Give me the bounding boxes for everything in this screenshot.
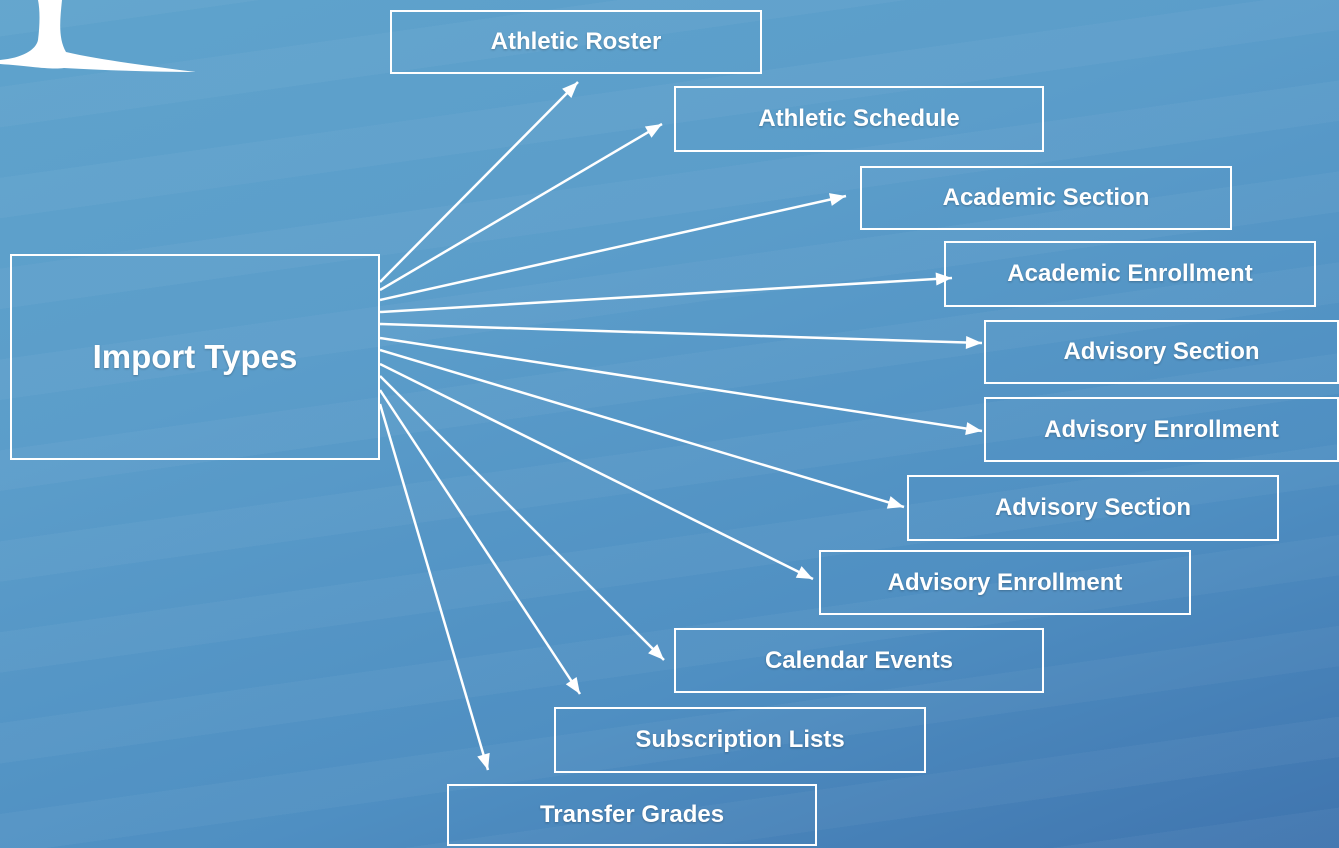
advisory-section-box-1: Advisory Section: [984, 320, 1339, 384]
arrowhead-7: [886, 496, 904, 509]
arrowhead-6: [965, 422, 982, 435]
transfer-grades-label: Transfer Grades: [539, 801, 725, 828]
connector-line-9: [379, 375, 665, 661]
athletic-schedule-box: Athletic Schedule: [674, 86, 1044, 152]
arrowhead-2: [644, 124, 662, 138]
advisory-section-box-2: Advisory Section: [907, 475, 1279, 541]
academic-section-box: Academic Section: [860, 166, 1232, 230]
connector-line-10: [378, 389, 582, 695]
arrowhead-3: [828, 193, 846, 206]
connector-line-2: [379, 122, 663, 292]
advisory-enrollment-box-1: Advisory Enrollment: [984, 397, 1339, 462]
advisory-enrollment-box-2: Advisory Enrollment: [819, 550, 1191, 615]
advisory-section-label-1: Advisory Section: [1063, 338, 1260, 365]
import-types-box: Import Types: [10, 254, 380, 460]
calendar-events-box: Calendar Events: [674, 628, 1044, 693]
subscription-lists-box: Subscription Lists: [554, 707, 926, 773]
arrowhead-1: [562, 82, 578, 98]
academic-enrollment-box: Academic Enrollment: [944, 241, 1316, 307]
athletic-roster-box: Athletic Roster: [390, 10, 762, 74]
advisory-section-label-2: Advisory Section: [994, 494, 1192, 521]
arrowhead-11: [477, 752, 490, 770]
connector-line-4: [379, 276, 953, 314]
arrowhead-9: [648, 644, 664, 660]
arrowhead-10: [565, 677, 580, 694]
connector-line-6: [379, 336, 983, 433]
connector-line-1: [379, 81, 579, 283]
connector-line-8: [379, 362, 814, 581]
arrowhead-5: [965, 335, 982, 349]
academic-section-label: Academic Section: [942, 184, 1150, 211]
import-types-label: Import Types: [92, 338, 298, 375]
academic-enrollment-label: Academic Enrollment: [1007, 260, 1253, 287]
connector-line-5: [379, 322, 983, 345]
advisory-enrollment-label-1: Advisory Enrollment: [1044, 415, 1279, 443]
transfer-grades-box: Transfer Grades: [447, 784, 817, 846]
tree-logo-icon: [0, 0, 196, 72]
arrowhead-4: [935, 272, 952, 286]
advisory-enrollment-label-2: Advisory Enrollment: [887, 568, 1123, 596]
athletic-schedule-label: Athletic Schedule: [758, 105, 960, 132]
athletic-roster-label: Athletic Roster: [490, 28, 662, 55]
subscription-lists-label: Subscription Lists: [635, 726, 845, 753]
calendar-events-label: Calendar Events: [764, 646, 954, 674]
connector-line-11: [378, 403, 490, 771]
connector-line-3: [379, 194, 847, 302]
arrowhead-8: [795, 566, 813, 579]
connector-line-7: [379, 348, 905, 509]
